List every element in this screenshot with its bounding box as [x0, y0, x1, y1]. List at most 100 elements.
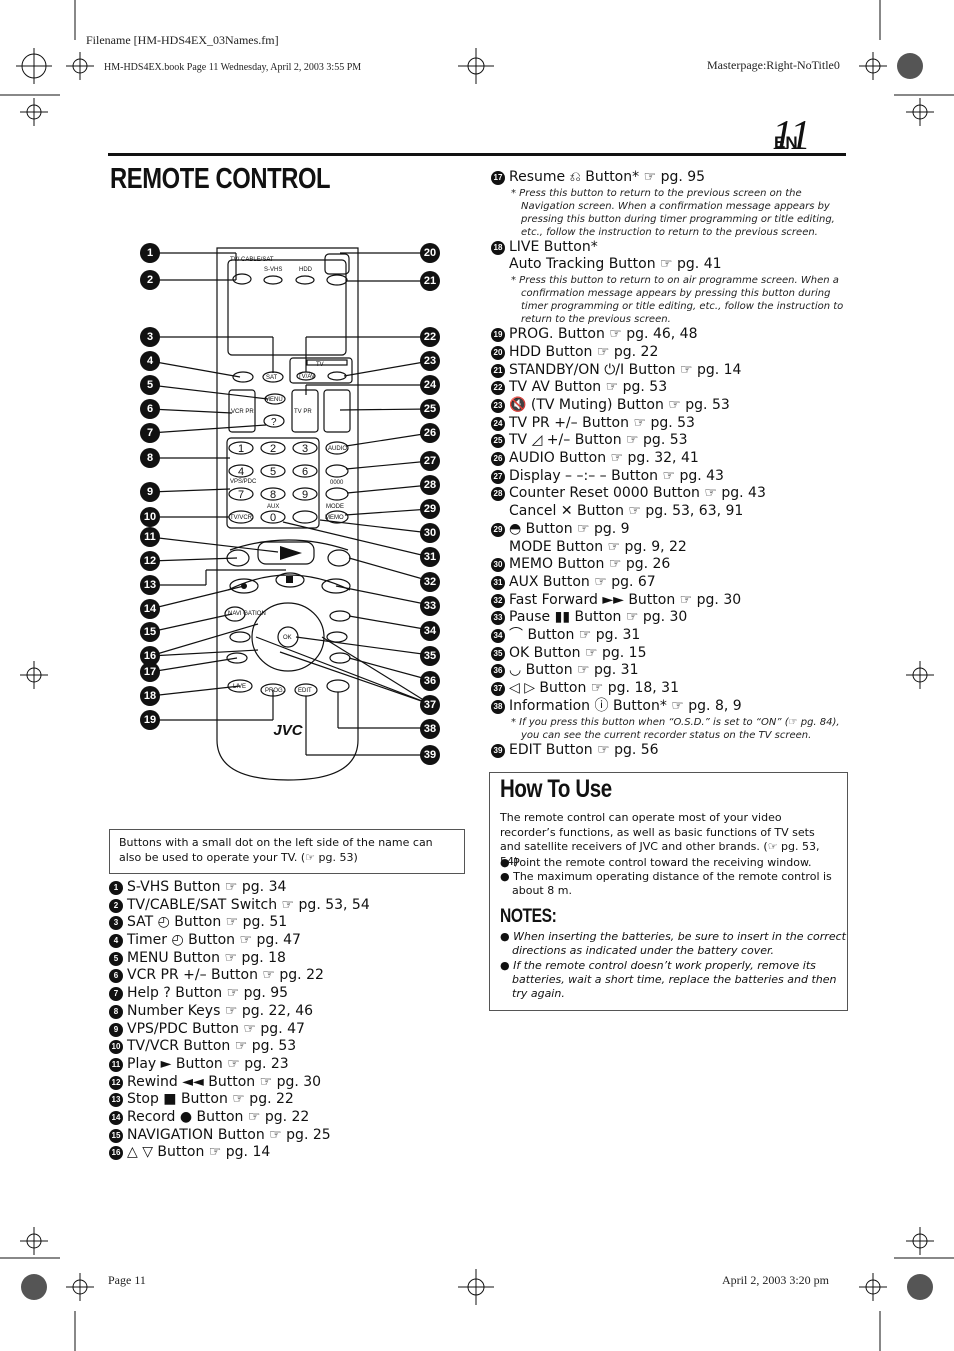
- how-to-use-bullet: ● Point the remote control toward the re…: [500, 856, 812, 869]
- callout-9: 9: [140, 482, 160, 502]
- callout-4: 4: [140, 351, 160, 371]
- how-to-use-box: How To Use The remote control can operat…: [489, 772, 848, 1011]
- notes-title: NOTES:: [500, 906, 557, 927]
- label-sat: SAT: [266, 375, 278, 381]
- callout-8: 8: [140, 448, 160, 468]
- label-ok: OK: [283, 635, 292, 641]
- callout-16: 16: [140, 646, 160, 666]
- list-item: 16△ ▽ Button ☞ pg. 14: [109, 1144, 370, 1162]
- callout-38: 38: [420, 719, 440, 739]
- callout-25: 25: [420, 399, 440, 419]
- callout-39: 39: [420, 745, 440, 765]
- callout-13: 13: [140, 575, 160, 595]
- callout-20: 20: [420, 243, 440, 263]
- remote-control-illustration: TV/ CABLE/SAT S-VHS HDD TV SAT TV/AV MEN…: [149, 247, 431, 781]
- label-mode: MODE: [326, 504, 344, 510]
- callout-5: 5: [140, 375, 160, 395]
- list-item-note: * Press this button to return to the pre…: [511, 187, 835, 238]
- callout-3: 3: [140, 327, 160, 347]
- list-item-note: * If you press this button when “O.S.D.”…: [511, 716, 840, 741]
- label-audio: AUDIO: [328, 446, 347, 452]
- key-5: 5: [270, 466, 276, 478]
- list-item-continuation: Cancel ✕ Button ☞ pg. 53, 63, 91: [509, 503, 744, 520]
- label-tvav: TV/AV: [298, 374, 315, 380]
- callout-32: 32: [420, 572, 440, 592]
- header-filename: Filename [HM-HDS4EX_03Names.fm]: [86, 33, 279, 47]
- language-tag: EN: [774, 133, 798, 152]
- key-1: 1: [238, 443, 244, 455]
- how-to-use-title: How To Use: [500, 775, 612, 803]
- callout-15: 15: [140, 622, 160, 642]
- callout-27: 27: [420, 451, 440, 471]
- label-vcr-pr: VCR PR: [231, 409, 254, 415]
- header-rule: [108, 153, 846, 156]
- tv-operation-note: Buttons with a small dot on the left sid…: [119, 836, 433, 864]
- page-number: 11: [772, 113, 811, 159]
- footer-page: Page 11: [108, 1273, 146, 1287]
- key-6: 6: [302, 466, 308, 478]
- label-tvvcr: TV/VCR: [230, 515, 253, 521]
- key-7: 7: [238, 489, 244, 501]
- callout-24: 24: [420, 375, 440, 395]
- callout-30: 30: [420, 523, 440, 543]
- label-prog: PROG.: [265, 688, 285, 694]
- key-3: 3: [302, 443, 308, 455]
- list-item: 23🔇 (TV Muting) Button ☞ pg. 53: [491, 397, 851, 415]
- callout-35: 35: [420, 646, 440, 666]
- label-navigation: NAVI GATION: [228, 611, 266, 617]
- list-item-note: * Press this button to return to on air …: [511, 275, 844, 326]
- list-item: 36◡ Button ☞ pg. 31: [491, 662, 851, 680]
- footer-date: April 2, 2003 3:20 pm: [722, 1273, 829, 1287]
- note-item: ● When inserting the batteries, be sure …: [500, 930, 846, 957]
- label-memo: MEMO: [325, 515, 344, 521]
- callout-36: 36: [420, 671, 440, 691]
- callout-34: 34: [420, 621, 440, 641]
- callout-6: 6: [140, 399, 160, 419]
- label-hdd: HDD: [299, 267, 313, 273]
- callout-22: 22: [420, 327, 440, 347]
- stop-icon: [286, 576, 293, 583]
- key-4: 4: [238, 466, 244, 478]
- label-live: LIVE: [233, 684, 246, 690]
- remote-body-outline: [216, 247, 359, 781]
- key-8: 8: [270, 489, 276, 501]
- label-aux: AUX: [267, 504, 279, 510]
- callout-14: 14: [140, 599, 160, 619]
- callout-26: 26: [420, 423, 440, 443]
- callout-12: 12: [140, 551, 160, 571]
- play-icon: [280, 546, 302, 560]
- callout-7: 7: [140, 423, 160, 443]
- label-menu: MENU: [265, 397, 283, 403]
- callout-21: 21: [420, 271, 440, 291]
- how-to-use-bullet: ● The maximum operating distance of the …: [500, 870, 832, 897]
- list-item-continuation: Auto Tracking Button ☞ pg. 41: [509, 256, 722, 273]
